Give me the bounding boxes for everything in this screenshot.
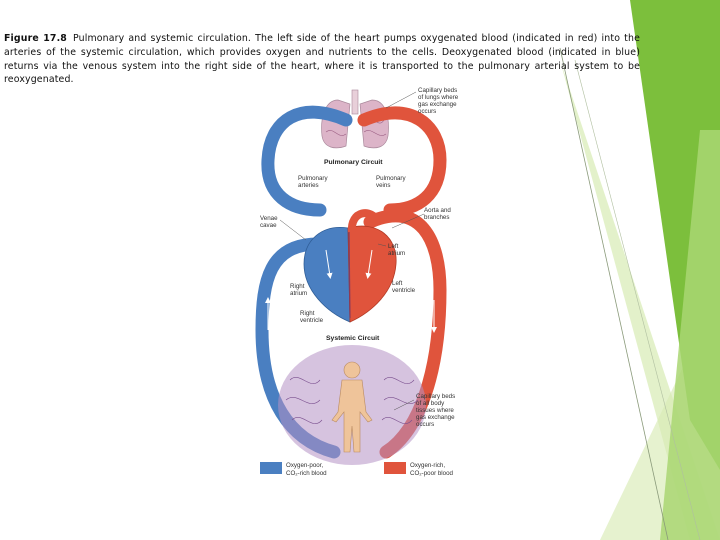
leader-left-atrium [377, 243, 387, 247]
capillary-mesh-right [381, 377, 419, 424]
label-pulmonary-veins-2: veins [376, 182, 390, 189]
label-pulmonary-arteries-1: Pulmonary [298, 175, 328, 182]
heart-right-side [303, 226, 351, 323]
label-lung-capillaries-3: gas exchange [418, 101, 457, 108]
legend-oxygen-rich-2: CO₂-poor blood [410, 470, 454, 477]
aortic-arch [347, 209, 382, 233]
capillary-mesh-left [285, 377, 323, 424]
figure-number: Figure 17.8 [4, 33, 67, 44]
legend-swatch-oxygen-rich [384, 462, 406, 474]
caption-text: Pulmonary and systemic circulation. The … [4, 33, 640, 86]
mid-green-triangle [660, 130, 720, 540]
label-body-capillaries-3: tissues where [416, 407, 454, 414]
pulmonary-artery-loop [261, 105, 353, 217]
label-lung-capillaries-4: occurs [418, 108, 436, 115]
label-left-atrium-1: Left [388, 243, 399, 250]
decor-line-2 [574, 59, 701, 540]
label-body-capillaries-4: gas exchange [416, 414, 455, 421]
label-systemic-circuit: Systemic Circuit [326, 335, 380, 342]
label-lung-capillaries-2: of lungs where [418, 94, 459, 101]
label-right-ventricle-1: Right [300, 310, 315, 317]
leader-body-capillaries [393, 399, 415, 411]
label-body-capillaries-2: of all body [416, 400, 445, 407]
leader-lung-capillaries [385, 91, 417, 109]
label-venae-cavae-1: Venae [260, 215, 278, 222]
human-body-icon [331, 361, 373, 453]
leader-venae-cavae [279, 219, 307, 241]
heart-septum [348, 231, 351, 319]
label-right-atrium-2: atrium [290, 290, 307, 297]
heart-flow-arrow-right [325, 249, 333, 279]
pulmonary-vein-loop [357, 106, 447, 217]
label-pulmonary-circuit: Pulmonary Circuit [324, 159, 383, 166]
label-venae-cavae-2: cavae [260, 222, 277, 229]
decor-line-1 [559, 47, 669, 540]
label-right-ventricle-2: ventricle [300, 317, 324, 324]
legend-swatch-oxygen-poor [260, 462, 282, 474]
heart-left-side [347, 225, 397, 323]
label-lung-capillaries-1: Capillary beds [418, 87, 457, 94]
label-left-atrium-2: atrium [388, 250, 405, 257]
label-pulmonary-veins-1: Pulmonary [376, 175, 406, 182]
heart-flow-arrow-left [365, 249, 373, 279]
label-body-capillaries-5: occurs [416, 421, 434, 428]
legend-oxygen-poor-1: Oxygen-poor, [286, 462, 323, 469]
pulmonary-vein-arrow [419, 149, 427, 173]
leader-aorta [391, 213, 425, 229]
diagram-labels: Capillary beds of lungs where gas exchan… [260, 87, 459, 428]
legend-oxygen-rich-1: Oxygen-rich, [410, 462, 445, 469]
label-aorta-2: branches [424, 214, 449, 221]
body-capillary-bed [278, 345, 426, 465]
pulmonary-artery-arrow [283, 157, 291, 179]
legend: Oxygen-poor, CO₂-rich blood Oxygen-rich,… [260, 462, 454, 477]
legend-oxygen-poor-2: CO₂-rich blood [286, 470, 327, 477]
label-left-ventricle-2: ventricle [392, 287, 416, 294]
heart [303, 209, 397, 323]
trachea [351, 89, 359, 115]
label-aorta-1: Aorta and [424, 207, 451, 214]
label-pulmonary-arteries-2: arteries [298, 182, 319, 189]
label-left-ventricle-1: Left [392, 280, 403, 287]
label-right-atrium-1: Right [290, 283, 305, 290]
label-body-capillaries-1: Capillary beds [416, 393, 455, 400]
